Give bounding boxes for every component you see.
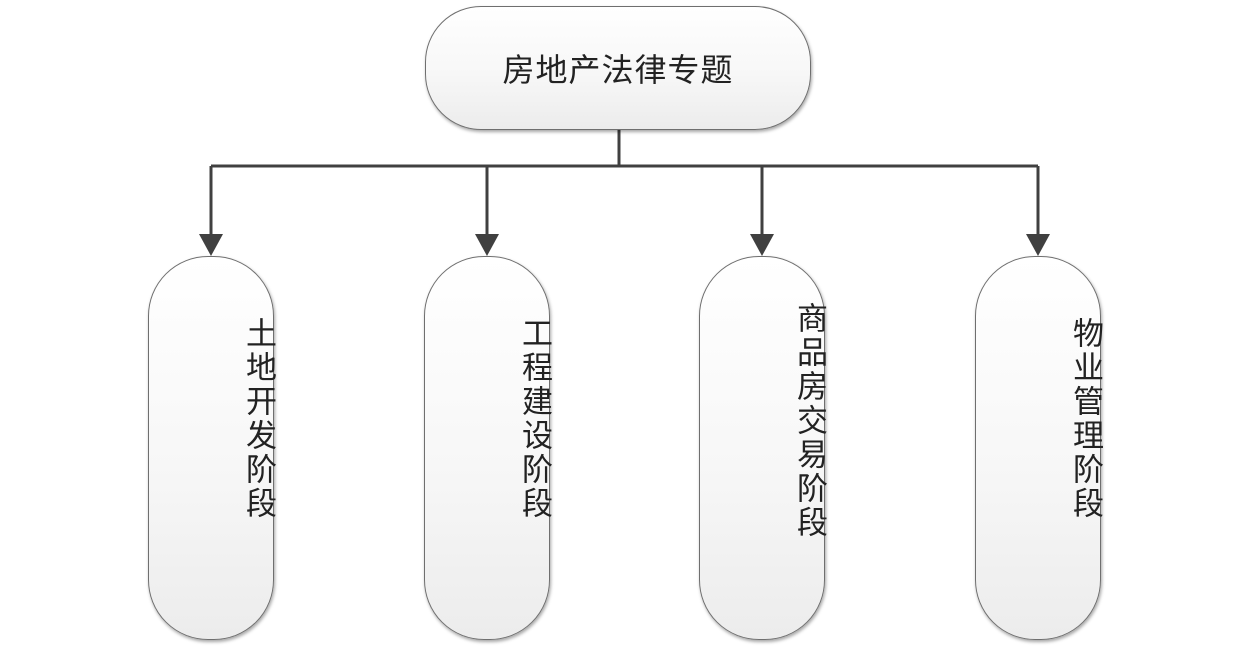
stage-node-housing-transaction: 商品房交易阶段 [699, 256, 827, 640]
root-node: 房地产法律专题 [425, 6, 811, 130]
stage-node-property-management: 物业管理阶段 [975, 256, 1103, 640]
arrowhead-property [1026, 234, 1050, 256]
arrowhead-land [199, 234, 223, 256]
stage-label-housing-transaction: 商品房交易阶段 [791, 302, 827, 540]
root-label: 房地产法律专题 [502, 51, 734, 89]
arrowhead-construction [475, 234, 499, 256]
arrowhead-transaction [750, 234, 774, 256]
stage-label-land-development: 土地开发阶段 [240, 317, 276, 521]
stage-label-construction: 工程建设阶段 [516, 317, 552, 521]
stage-node-land-development: 土地开发阶段 [148, 256, 276, 640]
stage-label-property-management: 物业管理阶段 [1067, 317, 1103, 521]
stage-node-construction: 工程建设阶段 [424, 256, 552, 640]
